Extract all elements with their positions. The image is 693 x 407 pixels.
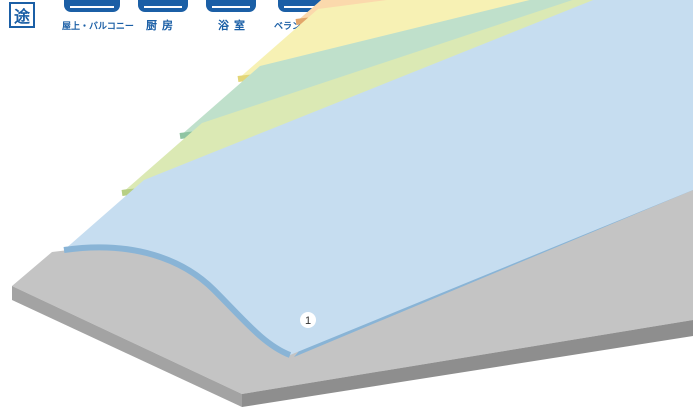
layer-number-marker	[300, 312, 316, 328]
usage-label: 浴 室	[218, 20, 247, 32]
base-slab-front	[242, 320, 693, 407]
usage-label: 厨 房	[146, 20, 175, 32]
usage-item-kitchen: 厨 房	[138, 0, 190, 34]
kitchen-icon	[138, 0, 188, 12]
layer-number: 1	[305, 315, 311, 327]
base-slab-left-side	[12, 286, 242, 407]
usage-item-bathroom: 浴 室	[206, 0, 258, 34]
usage-item-roof-balcony: 屋上・バルコニー	[62, 0, 134, 34]
usage-badge: 途	[9, 2, 35, 28]
roof-balcony-icon	[64, 0, 120, 12]
usage-label: 屋上・バルコニー	[62, 21, 134, 31]
layer-wave-edge	[63, 244, 292, 358]
layer-sheet	[64, 0, 693, 355]
usage-bar: 途 屋上・バルコニー 厨 房 浴 室 ベランダ・玄関先 便 所	[0, 0, 420, 40]
bathroom-icon	[206, 0, 256, 12]
